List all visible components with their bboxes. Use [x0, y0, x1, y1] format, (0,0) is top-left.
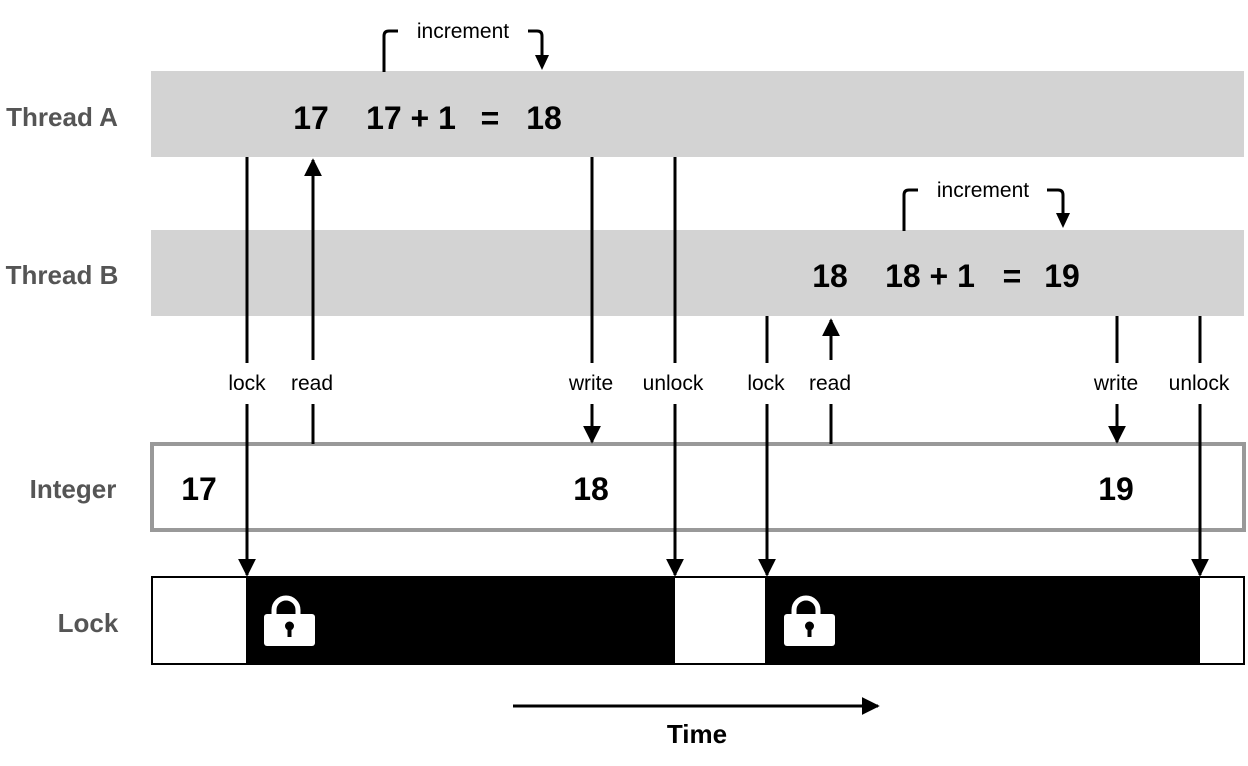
thread-a-equals: =	[481, 100, 500, 136]
thread-b-increment-bracket	[902, 188, 1065, 231]
write-b-label: write	[1093, 372, 1138, 395]
thread-b-lane	[151, 230, 1244, 316]
thread-a-expression: 17 + 1	[366, 100, 456, 136]
unlock-b-label: unlock	[1169, 372, 1230, 395]
integer-value-after-b: 19	[1098, 471, 1134, 507]
thread-a-read-value: 17	[293, 100, 329, 136]
integer-box	[150, 442, 1246, 532]
lock-b-label: lock	[747, 372, 785, 395]
integer-label: Integer	[30, 474, 117, 504]
thread-a-lane	[151, 71, 1244, 157]
thread-a-increment-bracket	[382, 29, 544, 72]
thread-b-expression: 18 + 1	[885, 258, 975, 294]
thread-b-read-value: 18	[812, 258, 848, 294]
time-label: Time	[667, 719, 727, 749]
thread-b-label: Thread B	[6, 260, 119, 290]
write-a-label: write	[568, 372, 613, 395]
padlock-icon	[784, 595, 835, 646]
thread-b-increment-arrowhead	[1056, 213, 1070, 228]
integer-value-after-a: 18	[573, 471, 609, 507]
lock-held-b	[765, 577, 1200, 664]
read-a-label: read	[291, 372, 333, 395]
lock-label: Lock	[58, 608, 119, 638]
lock-held-a	[246, 577, 675, 664]
thread-b-increment-label: increment	[937, 179, 1029, 202]
lock-a-label: lock	[228, 372, 266, 395]
thread-a-increment-label: increment	[417, 20, 509, 43]
thread-b-equals: =	[1003, 258, 1022, 294]
integer-initial-value: 17	[181, 471, 217, 507]
unlock-a-label: unlock	[643, 372, 704, 395]
padlock-icon	[264, 595, 315, 646]
thread-a-increment-arrowhead	[535, 55, 549, 70]
thread-b-result: 19	[1044, 258, 1080, 294]
read-b-label: read	[809, 372, 851, 395]
thread-a-label: Thread A	[6, 102, 118, 132]
thread-a-result: 18	[526, 100, 562, 136]
